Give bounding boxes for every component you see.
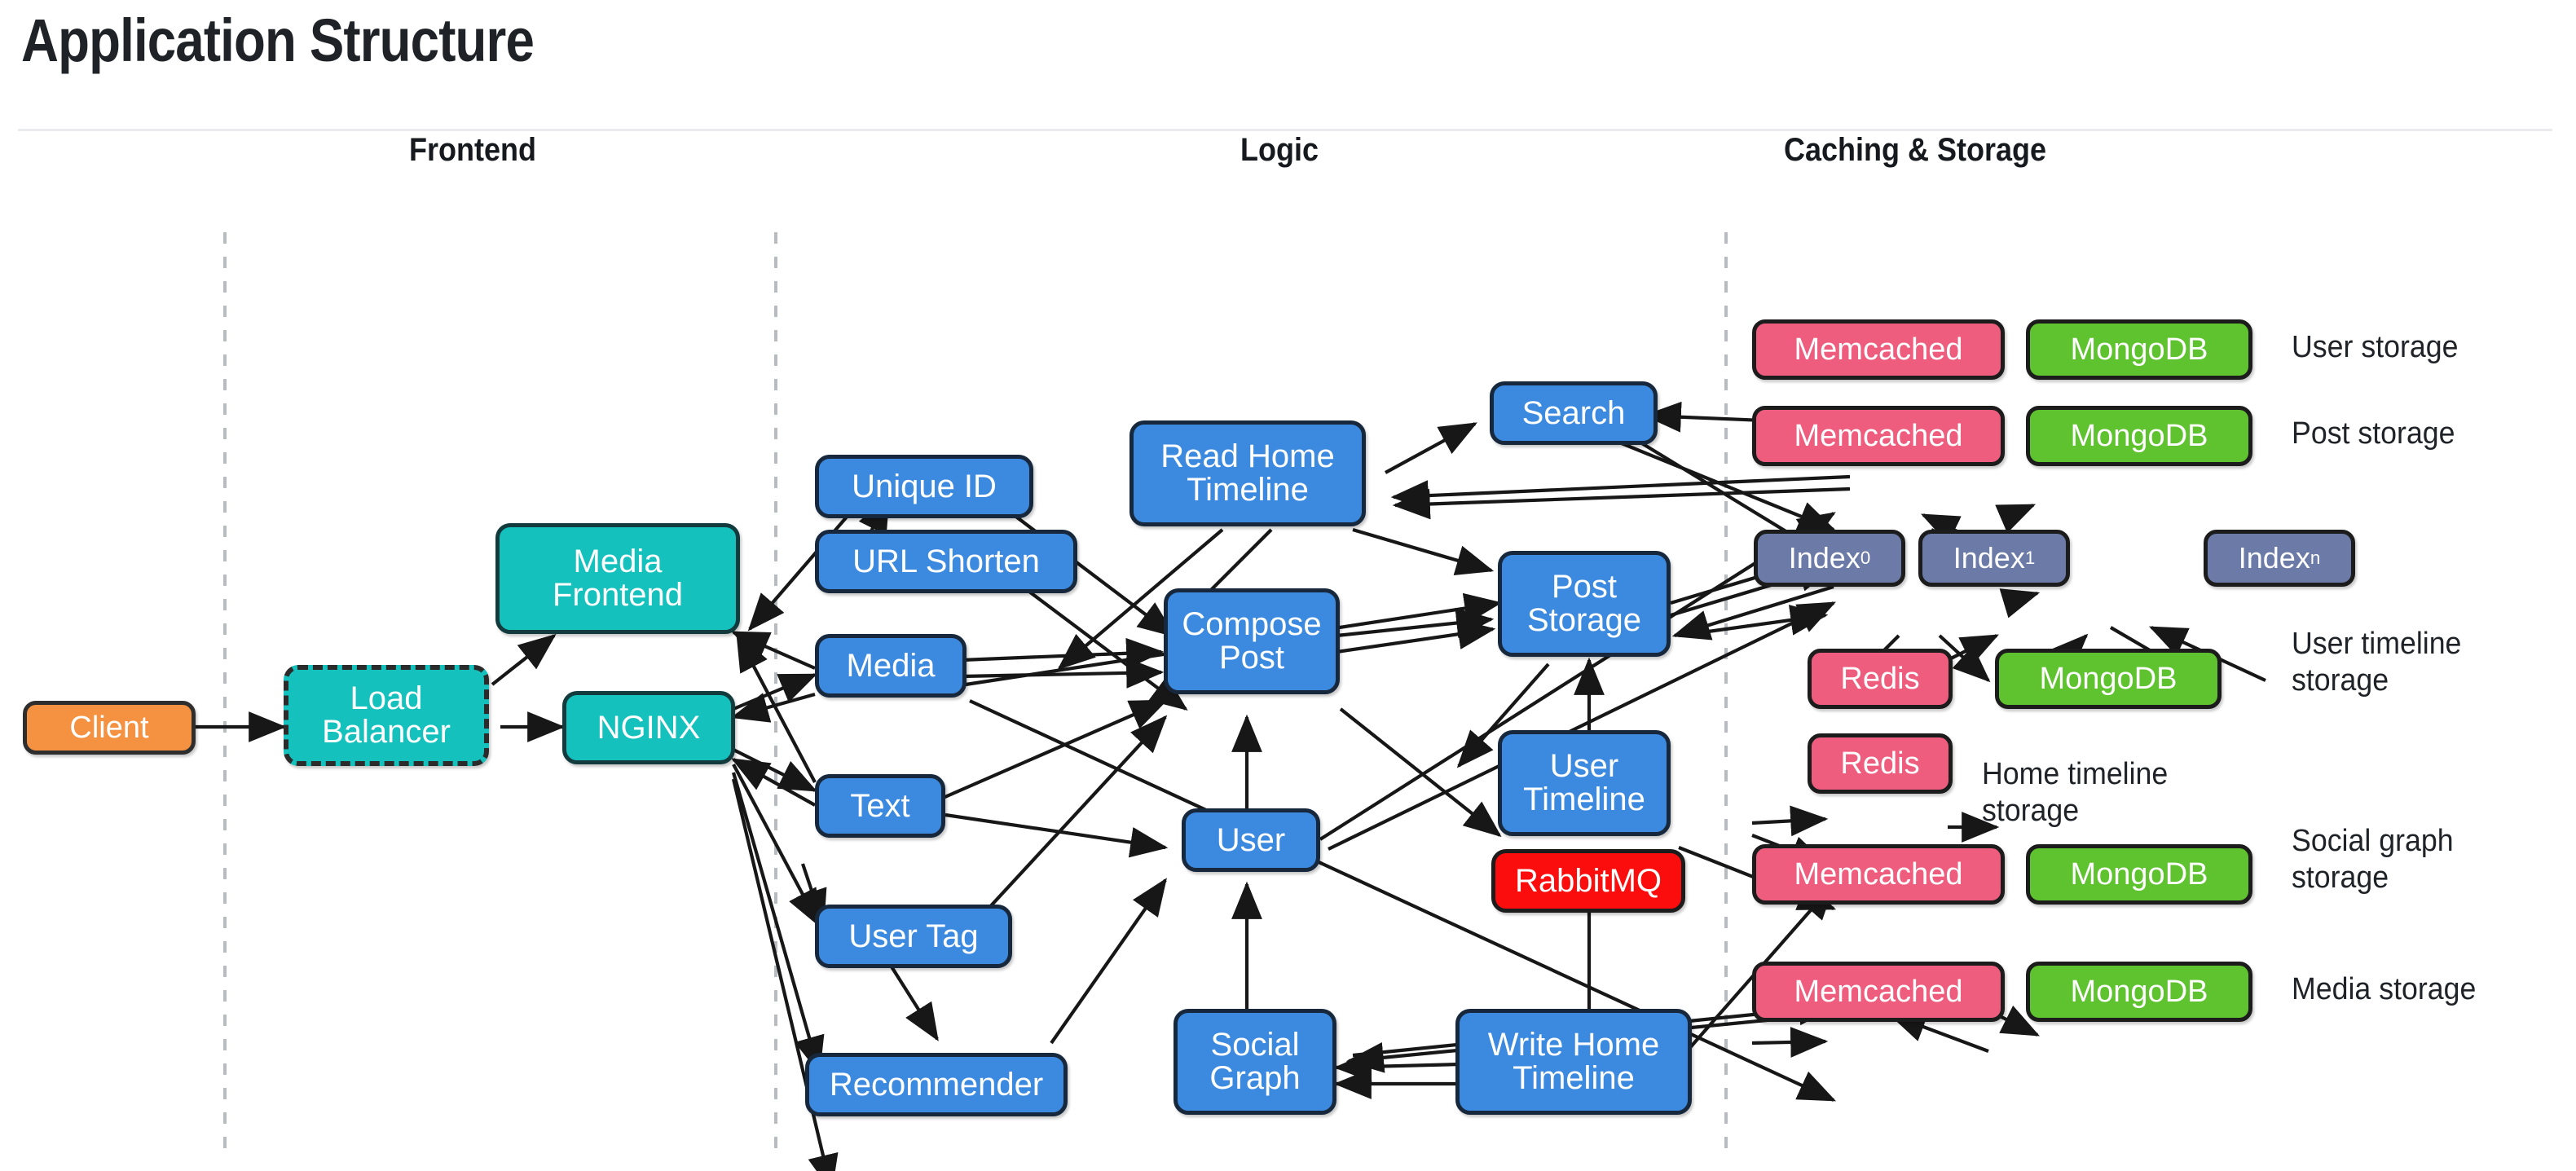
node-mongodb-user-storage[interactable]: MongoDB	[2026, 319, 2252, 380]
node-memcached-user-storage[interactable]: Memcached	[1752, 319, 2005, 380]
node-social-graph[interactable]: Social Graph	[1174, 1009, 1336, 1115]
column-header-logic: Logic	[1240, 132, 1319, 168]
label-social-graph-storage: Social graph storage	[2292, 824, 2454, 895]
node-text[interactable]: Text	[815, 774, 945, 838]
node-load-balancer[interactable]: Load Balancer	[284, 665, 489, 766]
node-user[interactable]: User	[1182, 808, 1320, 872]
column-header-caching-storage: Caching & Storage	[1783, 132, 2047, 168]
node-rabbitmq[interactable]: RabbitMQ	[1491, 849, 1685, 913]
label-user-timeline-storage: User timeline storage	[2292, 627, 2462, 698]
node-media-frontend[interactable]: Media Frontend	[495, 523, 740, 634]
node-index-1-label: Index	[1953, 540, 2025, 574]
column-header-frontend: Frontend	[409, 132, 536, 168]
node-url-shorten[interactable]: URL Shorten	[815, 530, 1077, 593]
label-post-storage: Post storage	[2292, 416, 2455, 451]
label-home-timeline-storage: Home timeline storage	[1982, 757, 2169, 828]
node-redis-home-timeline-storage[interactable]: Redis	[1808, 733, 1953, 794]
node-unique-id[interactable]: Unique ID	[815, 455, 1033, 518]
node-search[interactable]: Search	[1490, 381, 1658, 445]
title-divider	[18, 129, 2552, 131]
node-recommender[interactable]: Recommender	[805, 1053, 1068, 1116]
page-title: Application Structure	[21, 7, 535, 74]
label-media-storage: Media storage	[2292, 972, 2477, 1006]
diagram-canvas: Frontend Logic Caching & Storage Client …	[0, 132, 2576, 1171]
node-memcached-social-graph-storage[interactable]: Memcached	[1752, 844, 2005, 905]
node-index-n-label: Index	[2238, 540, 2310, 574]
node-index-0-label: Index	[1788, 540, 1860, 574]
node-mongodb-social-graph-storage[interactable]: MongoDB	[2026, 844, 2252, 905]
node-mongodb-post-storage[interactable]: MongoDB	[2026, 406, 2252, 466]
node-mongodb-user-timeline-storage[interactable]: MongoDB	[1995, 649, 2222, 709]
node-compose-post[interactable]: Compose Post	[1164, 588, 1340, 694]
node-mongodb-media-storage[interactable]: MongoDB	[2026, 962, 2252, 1022]
node-user-tag[interactable]: User Tag	[815, 905, 1012, 968]
label-user-storage: User storage	[2292, 330, 2459, 364]
node-read-home-timeline[interactable]: Read Home Timeline	[1129, 420, 1366, 526]
node-post-storage[interactable]: Post Storage	[1498, 551, 1671, 657]
node-memcached-media-storage[interactable]: Memcached	[1752, 962, 2005, 1022]
node-media[interactable]: Media	[815, 634, 967, 698]
node-nginx[interactable]: NGINX	[562, 691, 735, 764]
node-redis-user-timeline-storage[interactable]: Redis	[1808, 649, 1953, 709]
node-write-home-timeline[interactable]: Write Home Timeline	[1455, 1009, 1692, 1115]
node-memcached-post-storage[interactable]: Memcached	[1752, 406, 2005, 466]
node-client[interactable]: Client	[23, 701, 196, 755]
node-user-timeline[interactable]: User Timeline	[1498, 730, 1671, 836]
